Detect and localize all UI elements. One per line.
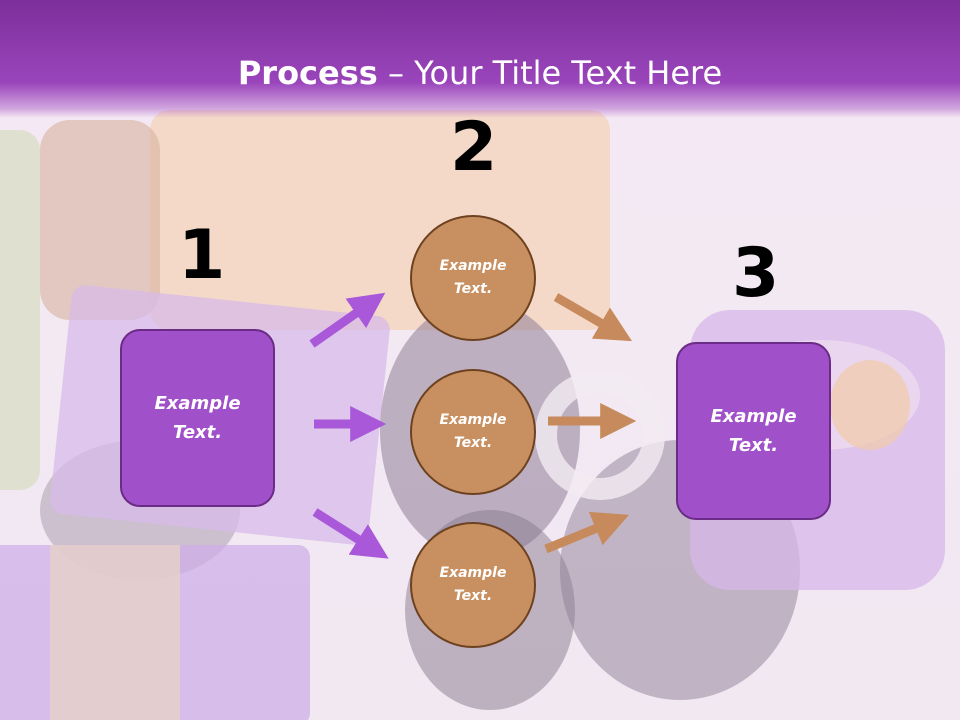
- arrow-box1-to-circle-bottom: [312, 508, 389, 559]
- arrow-circle-bottom-to-box3: [544, 511, 629, 554]
- process-box-right[interactable]: Example Text.: [676, 342, 831, 520]
- step-number-3[interactable]: 3: [732, 234, 780, 313]
- process-box-right-text: Example Text.: [710, 406, 797, 456]
- process-circle-middle[interactable]: Example Text.: [410, 369, 536, 495]
- arrow-circle-top-to-box3: [553, 293, 633, 342]
- header-bar: Process – Your Title Text Here: [0, 0, 960, 118]
- process-box-left[interactable]: Example Text.: [120, 329, 275, 507]
- background-green-towel: [0, 130, 40, 490]
- step-number-2[interactable]: 2: [450, 108, 498, 187]
- arrow-box1-to-circle-top: [309, 292, 386, 348]
- process-circle-middle-text: Example Text.: [439, 412, 507, 451]
- slide-title[interactable]: Process – Your Title Text Here: [0, 54, 960, 92]
- process-box-left-text: Example Text.: [154, 393, 241, 443]
- process-circle-bottom[interactable]: Example Text.: [410, 522, 536, 648]
- title-bold: Process: [237, 54, 378, 92]
- background-candle-flame: [830, 360, 910, 450]
- process-circle-bottom-text: Example Text.: [439, 565, 507, 604]
- process-circle-top[interactable]: Example Text.: [410, 215, 536, 341]
- title-rest: – Your Title Text Here: [377, 54, 723, 92]
- process-circle-top-text: Example Text.: [439, 258, 507, 297]
- step-number-1[interactable]: 1: [178, 216, 226, 295]
- background-twine: [50, 545, 180, 720]
